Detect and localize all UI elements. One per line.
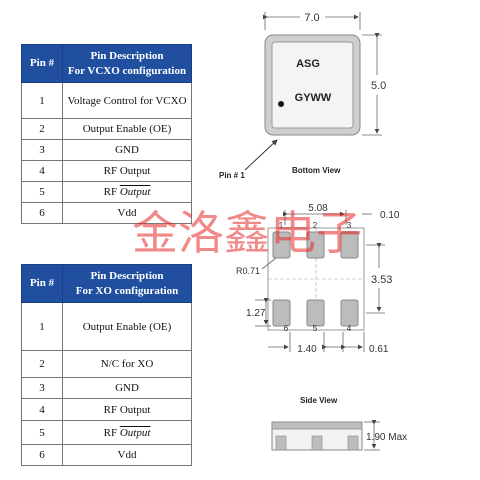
pin1-dot [278,101,284,107]
top-height-dim: 5.0 [371,80,386,92]
dim-pad-h: 1.27 [246,308,266,319]
side-view-title: Side View [300,396,338,405]
dim-pad-w: 1.40 [297,344,317,355]
bottom-view-title: Bottom View [292,166,341,175]
pin-number: 6 [21,202,63,224]
xo-header-desc: Pin Description For XO configuration [62,264,192,303]
dim-offset: 0.61 [369,344,389,355]
pin-number: 1 [21,302,63,351]
pad-4 [340,299,359,327]
pin-desc-prefix: RF [103,186,118,198]
vcxo-pin-table: Pin # Pin Description For VCXO configura… [21,44,192,224]
pin-desc: GND [62,377,192,399]
pad-3 [340,231,359,259]
xo-header-pin: Pin # [21,264,63,303]
pin-desc: Vdd [62,202,192,224]
table-row: 6 Vdd [21,202,192,224]
pin-number: 2 [21,350,63,378]
pin-desc: N/C for XO [62,350,192,378]
pin-desc-prefix: RF [103,426,118,439]
bottom-view: 5.08 0.10 1 2 3 4 5 6 R0.71 3.53 [236,203,400,355]
watermark-text: 金洛鑫电子 [132,206,362,260]
pin-desc: Output Enable (OE) [62,302,192,351]
pin-number: 1 [21,82,63,119]
side-view: Side View 1.90 Max [271,396,407,451]
xo-pin-table: Pin # Pin Description For XO configurati… [21,264,192,466]
side-height-dim: 1.90 Max [366,432,407,443]
xo-header-desc-text: Pin Description For XO configuration [75,269,179,297]
table-row: 4 RF Output [21,398,192,421]
table-row: 3 GND [21,377,192,399]
pin-desc: Vdd [62,444,192,466]
pad-2 [306,231,325,259]
pin-number-5: 5 [313,324,318,333]
marking-asg: ASG [296,58,320,70]
pin-number-1: 1 [279,221,284,230]
table-row: 2 Output Enable (OE) [21,118,192,140]
pad-5 [306,299,325,327]
table-row: 5 RF Output [21,420,192,445]
table-row: 6 Vdd [21,444,192,466]
top-view: 7.0 ASG GYWW 5.0 Pin # 1 Bottom View [219,12,386,180]
dim-edge: 0.10 [380,210,400,221]
pin-desc: RF Output [62,398,192,421]
vcxo-header-desc-text: Pin Description For VCXO configuration [67,49,187,77]
pin-desc: RF Output [62,420,192,445]
pin-number-6: 6 [284,324,289,333]
vcxo-header-desc: Pin Description For VCXO configuration [62,44,192,83]
pin-desc-overline: Output [119,426,151,439]
dim-pad-span: 5.08 [308,203,328,214]
pin-number-3: 3 [347,221,352,230]
dim-pitch-v: 3.53 [371,274,392,286]
dim-radius: R0.71 [236,266,260,276]
marking-gyww: GYWW [295,92,332,104]
pad-1 [272,231,291,259]
top-width-dim: 7.0 [304,12,319,24]
pin-number-2: 2 [313,221,318,230]
pin-desc-overline: Output [119,186,151,198]
pad-6 [272,299,291,327]
table-row: 2 N/C for XO [21,350,192,378]
vcxo-header-pin: Pin # [21,44,63,83]
pin-number-4: 4 [347,324,352,333]
pin-number: 5 [21,420,63,445]
pin1-label: Pin # 1 [219,171,245,180]
pin-number: 6 [21,444,63,466]
table-row: 1 Output Enable (OE) [21,302,192,351]
